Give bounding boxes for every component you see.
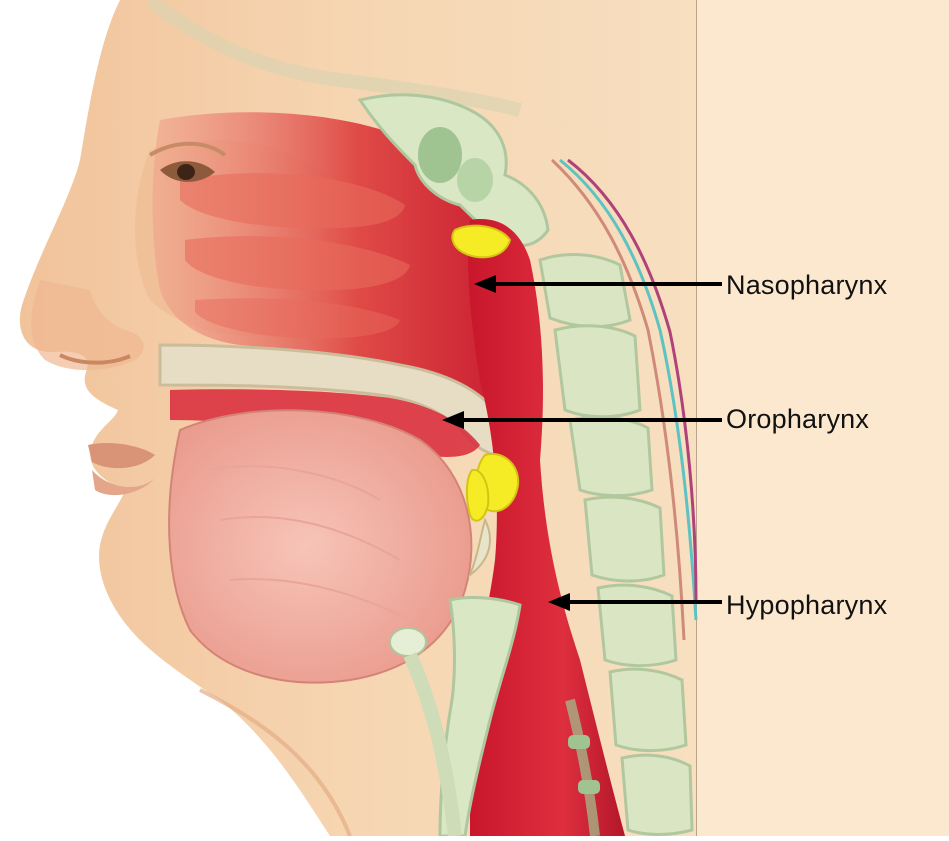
- label-hypopharynx: Hypopharynx: [726, 592, 887, 619]
- label-oropharynx: Oropharynx: [726, 406, 869, 433]
- label-nasopharynx: Nasopharynx: [726, 272, 887, 299]
